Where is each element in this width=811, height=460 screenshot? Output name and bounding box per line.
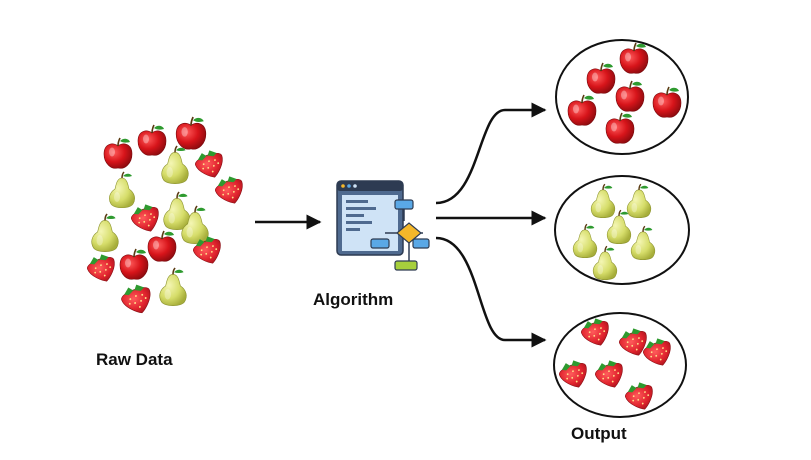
apple-icon xyxy=(103,137,133,170)
cluster-pears xyxy=(554,175,690,285)
apple-icon xyxy=(119,248,149,281)
pear-icon xyxy=(108,171,136,209)
pear-icon xyxy=(160,145,190,185)
pear-icon xyxy=(90,213,120,253)
arrow-to-apples xyxy=(435,102,547,205)
cluster-strawberries xyxy=(553,312,687,418)
apple-icon xyxy=(175,116,207,151)
arrow-to-strawberries xyxy=(435,236,547,348)
apple-icon xyxy=(147,230,177,263)
strawberry-icon xyxy=(85,251,121,287)
cluster-apples xyxy=(555,39,689,155)
strawberry-icon xyxy=(129,201,165,237)
strawberry-icon xyxy=(119,281,157,319)
algorithm-flowchart-icon xyxy=(336,180,430,271)
raw-data-fruit-pile xyxy=(85,116,249,319)
algorithm-label: Algorithm xyxy=(313,290,394,309)
apple-icon xyxy=(137,124,167,157)
output-arrows xyxy=(435,102,547,348)
pear-icon xyxy=(158,267,188,307)
strawberry-icon xyxy=(213,173,249,209)
raw-data-label: Raw Data xyxy=(96,350,173,369)
pear-icon xyxy=(162,191,192,231)
strawberry-icon xyxy=(193,147,229,183)
output-label: Output xyxy=(571,424,627,443)
